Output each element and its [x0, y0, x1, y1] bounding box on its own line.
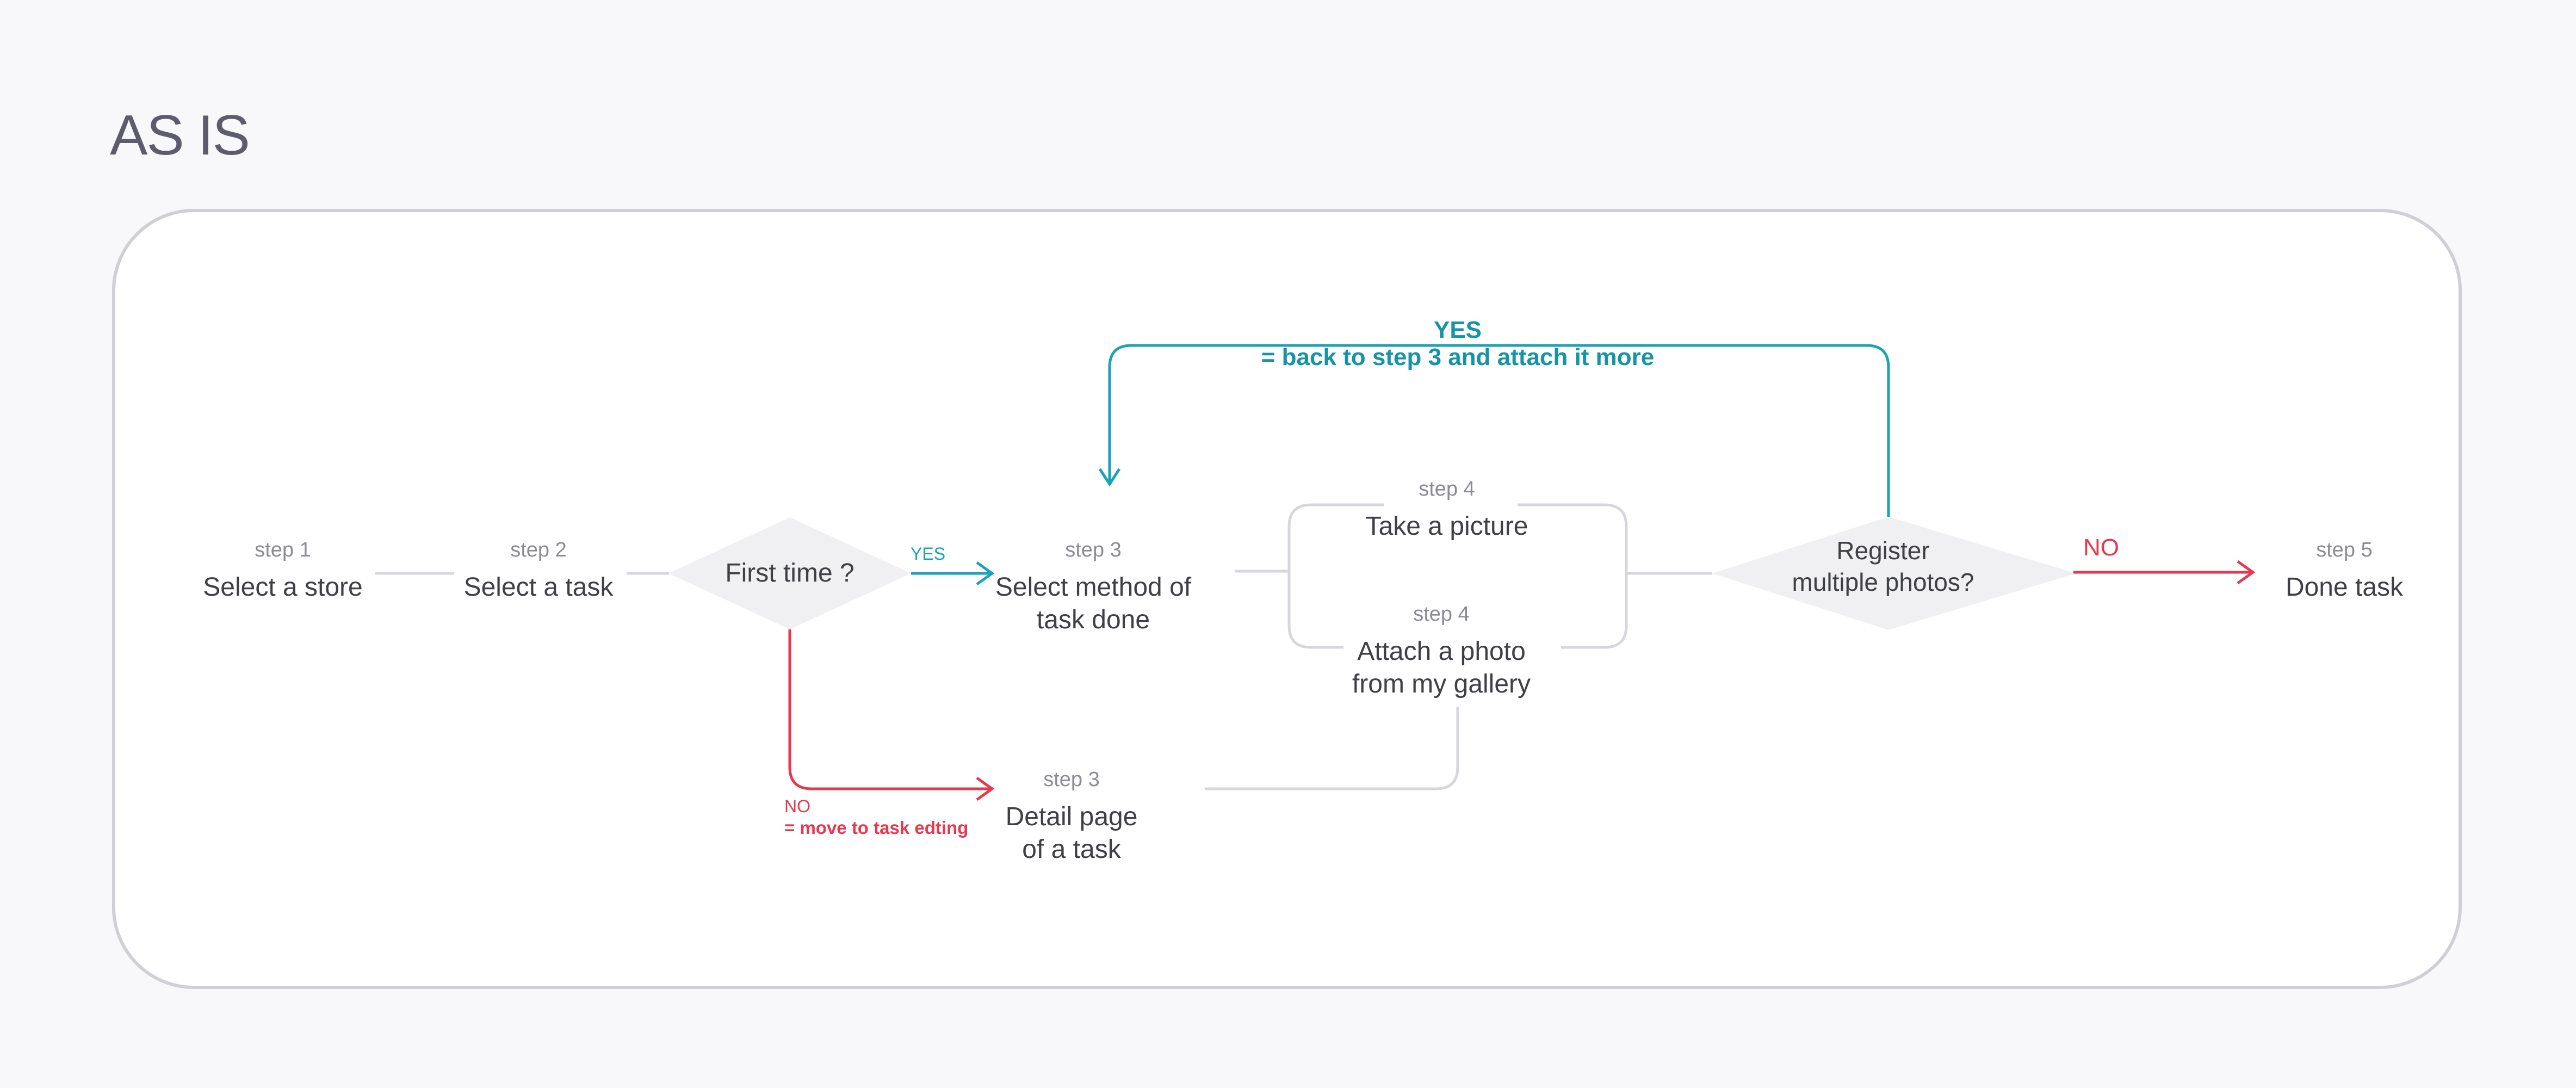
decision-first-time-text: First time ?	[725, 559, 854, 588]
decision-first-time	[668, 517, 911, 629]
step-1-label: step 1	[255, 539, 311, 561]
node-step-4-gallery: step 4 Attach a photo from my gallery	[1327, 602, 1556, 701]
connector-gallery-detail	[1205, 707, 1459, 790]
label-no-register: NO	[2083, 534, 2119, 561]
bracket-left	[1287, 503, 1384, 649]
decision-register-photos	[1712, 517, 2076, 630]
step-3-detail-text: Detail page of a task	[1005, 802, 1138, 864]
step-3-method-text: Select method of task done	[995, 572, 1192, 634]
node-step-2: step 2 Select a task	[443, 537, 634, 604]
arrow-yes-loop	[1108, 344, 1890, 517]
bracket-right	[1518, 503, 1628, 649]
arrowhead-yes-first-time	[976, 561, 995, 586]
step-3-detail-label: step 3	[1043, 768, 1100, 791]
node-step-4-picture: step 4 Take a picture	[1338, 477, 1556, 543]
step-4-picture-text: Take a picture	[1365, 511, 1528, 541]
arrowhead-no-register	[2237, 560, 2256, 585]
page-title: AS IS	[110, 104, 250, 167]
arrow-no-first-time	[788, 629, 991, 790]
node-step-5: step 5 Done task	[2263, 537, 2426, 604]
step-4-picture-label: step 4	[1419, 478, 1475, 500]
step-5-label: step 5	[2316, 539, 2373, 561]
decision-register-text: Register multiple photos?	[1792, 536, 1974, 596]
step-4-gallery-text: Attach a photo from my gallery	[1352, 636, 1531, 698]
step-4-gallery-label: step 4	[1413, 603, 1470, 626]
step-2-label: step 2	[510, 539, 567, 561]
label-yes-first-time: YES	[911, 544, 946, 564]
label-yes-loop-note: = back to step 3 and attach it more	[1261, 344, 1655, 370]
label-yes-loop: YES	[1433, 317, 1482, 343]
node-step-1: step 1 Select a store	[185, 537, 381, 604]
step-2-text: Select a task	[463, 572, 614, 602]
arrowhead-yes-loop	[1098, 468, 1121, 487]
step-1-text: Select a store	[203, 572, 363, 602]
label-no-first-time: NO	[784, 796, 810, 816]
node-step-3-detail: step 3 Detail page of a task	[963, 767, 1180, 866]
diagram-frame	[112, 209, 2462, 989]
node-step-3-method: step 3 Select method of task done	[974, 537, 1213, 636]
label-no-first-time-note: = move to task edting	[784, 818, 969, 838]
step-3-method-label: step 3	[1065, 539, 1122, 561]
step-5-text: Done task	[2285, 572, 2404, 602]
arrowhead-no-first-time	[976, 776, 995, 801]
